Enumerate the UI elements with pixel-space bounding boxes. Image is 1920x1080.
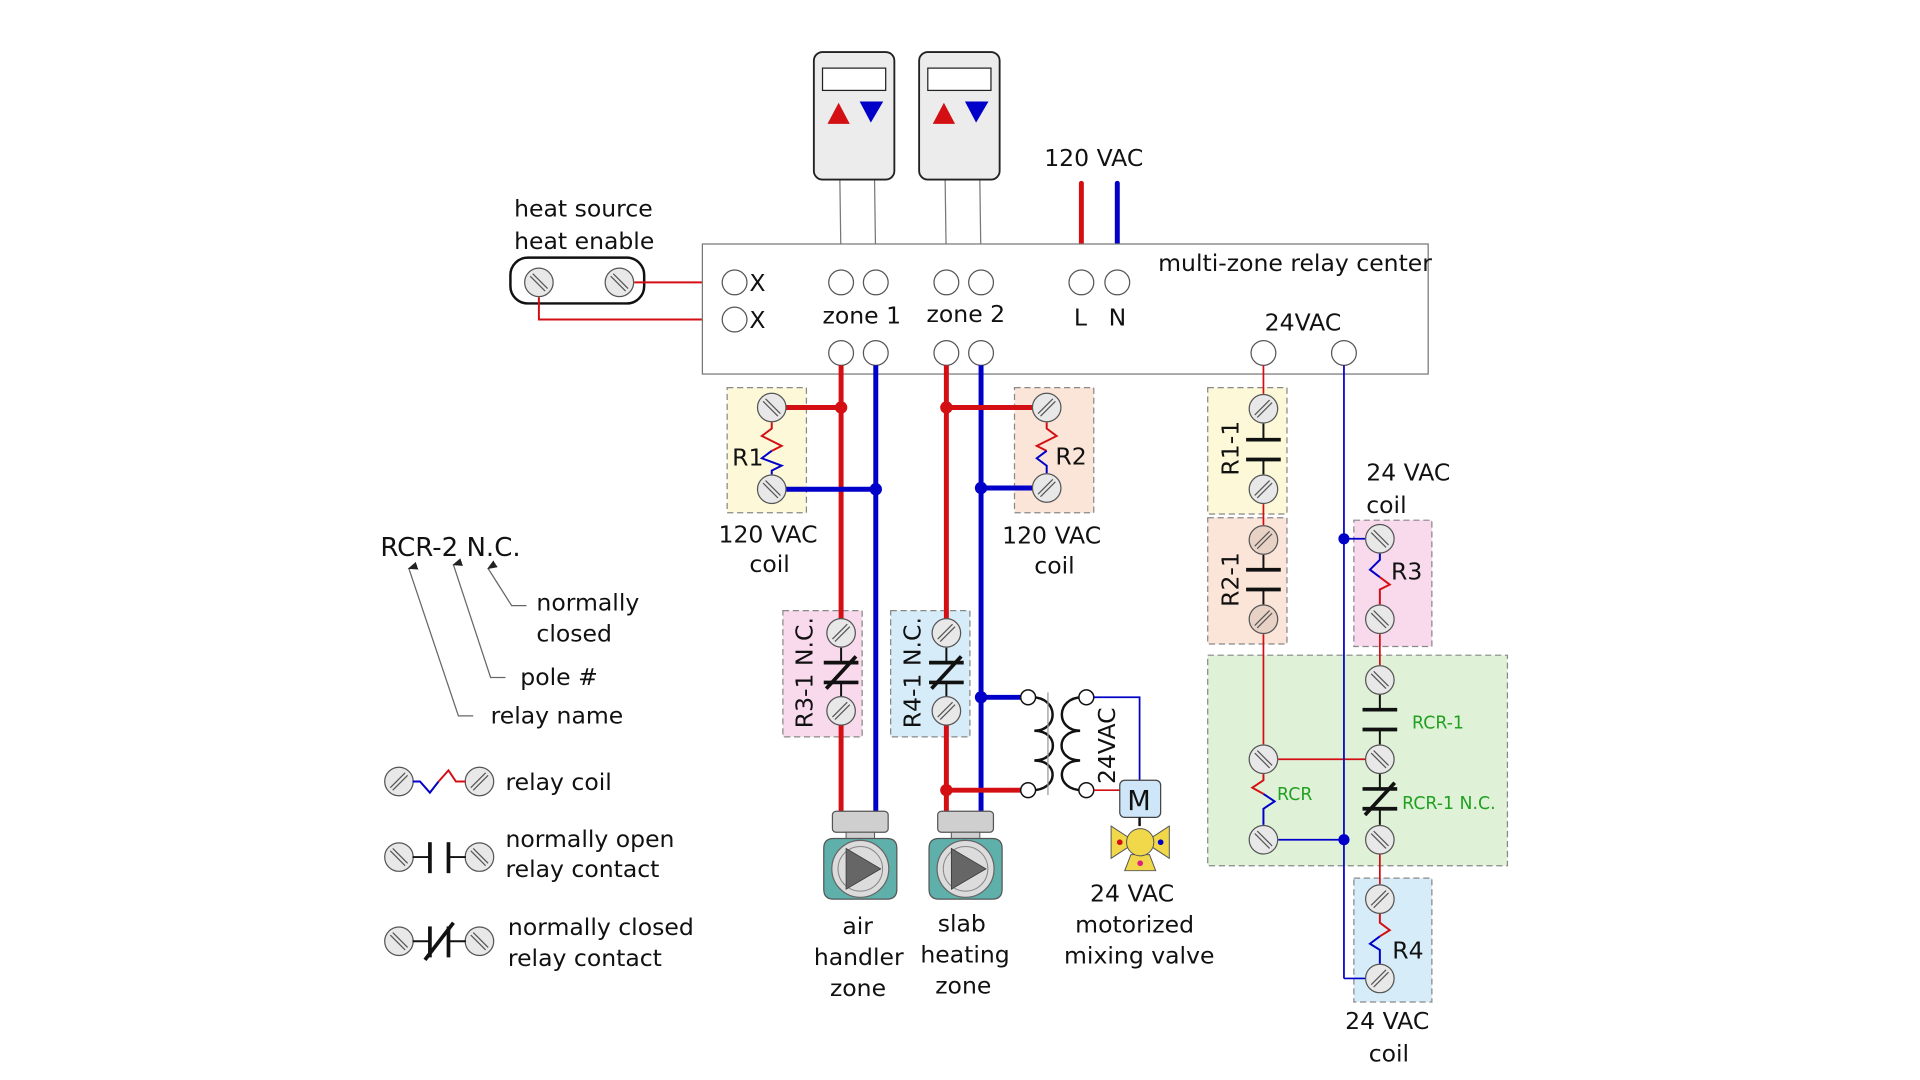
zone1-output-hot [828, 339, 855, 366]
relay-r4-1-label: R4-1 N.C. [898, 617, 926, 728]
rcr-1-label: RCR-1 [1412, 713, 1464, 733]
legend-nc-line1: normally closed [508, 913, 694, 941]
zone2-thermostat-terminal [933, 269, 960, 296]
relay-r3-1-label: R3-1 N.C. [791, 617, 819, 728]
legend-normally-closed: normally closed relay contact [384, 913, 694, 972]
zone1-thermostat-terminal [862, 269, 889, 296]
relay-center: multi-zone relay center X X zone 1 zone … [701, 243, 1432, 375]
pump2-label-line1: slab [938, 909, 986, 937]
pump2-label-line2: heating [920, 940, 1009, 968]
legend-notation: RCR-2 N.C. [380, 533, 520, 563]
legend-coil-label: relay coil [505, 768, 611, 796]
relay-r1-rating: 120 VAC [718, 520, 817, 548]
relay-center-title: multi-zone relay center [1158, 249, 1432, 277]
valve-label-line1: 24 VAC [1090, 880, 1174, 908]
thermostat-zone-1 [812, 51, 896, 269]
heat-source-enable: heat source heat enable [509, 195, 723, 321]
legend-normally: normally [536, 589, 639, 617]
zone1-label: zone 1 [823, 301, 902, 329]
relay-r4-rating: 24 VAC [1345, 1007, 1429, 1035]
zone1-thermostat-terminal [828, 269, 855, 296]
low-voltage-terminal-hot [1250, 339, 1277, 366]
circulator-pump-slab-heating: slab heating zone [920, 810, 1010, 999]
low-voltage-label: 24VAC [1265, 309, 1342, 337]
legend-relay-coil: relay coil [384, 766, 612, 797]
temp-down-icon [859, 101, 884, 123]
temp-down-icon [964, 101, 989, 123]
circulator-pump-air-handler: air handler zone [814, 810, 904, 1002]
thermostat-display [821, 67, 887, 92]
legend-closed: closed [536, 620, 612, 648]
relay-r3-coil: 24 VAC coil R3 [1364, 459, 1450, 635]
pump-play-icon [845, 847, 882, 890]
relay-r4-coil-label: coil [1369, 1039, 1409, 1067]
thermostat-zone-2 [918, 51, 1001, 269]
heat-source-label: heat source [514, 195, 653, 223]
relay-r3-rating: 24 VAC [1366, 459, 1450, 487]
legend-nc-line2: relay contact [508, 944, 662, 972]
thermostat-display [927, 67, 992, 92]
legend-no-line1: normally open [505, 825, 674, 853]
legend-normally-open: normally open relay contact [384, 825, 674, 883]
zone1-output-neutral [862, 339, 889, 366]
relay-r1-label: R1 [732, 444, 763, 472]
terminal-x2-label: X [749, 306, 765, 334]
legend-relay-name: relay name [491, 701, 624, 729]
relay-r2-label: R2 [1055, 442, 1086, 470]
valve-label-line2: motorized [1075, 911, 1194, 939]
relay-r3-label: R3 [1391, 558, 1422, 586]
motorized-mixing-valve: M 24 VAC motorized mixing valve [1064, 779, 1214, 970]
low-voltage-terminal-common [1330, 339, 1357, 366]
relay-r2-1-contact: R2-1 [1217, 525, 1281, 635]
motor-label: M [1127, 786, 1151, 817]
terminal-x2 [721, 306, 748, 333]
zone2-output-neutral [968, 339, 995, 366]
legend-no-line2: relay contact [505, 855, 659, 883]
relay-rcr: RCR RCR-1 RCR-1 N.C. [1248, 665, 1496, 855]
pump1-label-line2: handler [814, 943, 904, 971]
pump1-label-line1: air [842, 912, 873, 940]
temp-up-icon [827, 102, 850, 124]
relay-r4-label: R4 [1392, 937, 1423, 965]
legend: RCR-2 N.C. normally closed pole # relay … [380, 533, 693, 972]
relay-r1-coil: R1 120 VAC coil [718, 392, 818, 578]
terminal-n-label: N [1109, 304, 1127, 332]
rcr-1-nc-label: RCR-1 N.C. [1402, 794, 1495, 814]
terminal-x1-label: X [749, 269, 765, 297]
relay-r3-1-contact: R3-1 N.C. [791, 617, 859, 728]
relay-r4-1-contact: R4-1 N.C. [898, 617, 964, 728]
relay-r2-1-label: R2-1 [1217, 552, 1245, 607]
legend-pole: pole # [520, 663, 598, 691]
relay-r2-rating: 120 VAC [1002, 522, 1101, 550]
transformer: 24VAC [1019, 689, 1141, 799]
terminal-l [1068, 269, 1095, 296]
relay-r1-coil-label: coil [749, 550, 789, 578]
zone2-thermostat-terminal [968, 269, 995, 296]
relay-r4-coil: R4 24 VAC coil [1345, 884, 1429, 1067]
heat-enable-label: heat enable [514, 227, 654, 255]
terminal-x1 [721, 269, 748, 296]
valve-label-line3: mixing valve [1064, 942, 1214, 970]
zone2-label: zone 2 [927, 300, 1006, 328]
terminal-n [1104, 269, 1131, 296]
relay-r1-1-contact: R1-1 [1217, 393, 1281, 505]
pump-play-icon [950, 847, 987, 890]
relay-r3-coil-label: coil [1366, 491, 1406, 519]
pump1-label-line3: zone [830, 974, 886, 1002]
relay-r1-1-label: R1-1 [1217, 421, 1245, 476]
terminal-l-label: L [1074, 304, 1087, 332]
pump2-label-line3: zone [935, 971, 991, 999]
transformer-label: 24VAC [1093, 707, 1121, 784]
temp-up-icon [932, 102, 956, 124]
supply-label: 120 VAC [1044, 144, 1143, 172]
zone2-output-hot [933, 339, 960, 366]
relay-r2-coil-label: coil [1034, 551, 1074, 579]
relay-r2-coil: R2 120 VAC coil [1002, 392, 1101, 579]
rcr-coil-label: RCR [1277, 785, 1312, 805]
